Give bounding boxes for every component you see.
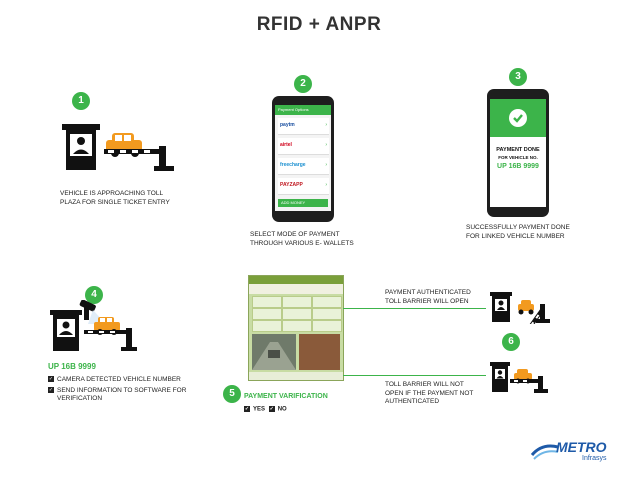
check-item-send-line2: VERIFICATION [57,395,103,402]
outcome-yes-text: PAYMENT AUTHENTICATED TOLL BARRIER WILL … [385,289,505,306]
software-field [312,320,342,332]
vehicle-detail-panel [299,334,340,370]
software-field [282,320,312,332]
outcome-yes-line1: PAYMENT AUTHENTICATED [385,289,471,296]
outcome-no-line2: OPEN IF THE PAYMENT NOT [385,389,474,397]
step-3-caption: SUCCESSFULLY PAYMENT DONE FOR LINKED VEH… [466,224,596,241]
payment-done-screen: PAYMENT DONE FOR VEHICLE NO. UP 16B 9999 [490,99,546,207]
software-field [282,296,312,308]
outcome-no-text: TOLL BARRIER WILL NOT OPEN IF THE PAYMEN… [385,381,505,407]
outcome-no-line1: TOLL BARRIER WILL NOT [385,381,464,388]
checkbox-checked-icon: ✓ [48,376,54,383]
step-3-caption-line1: SUCCESSFULLY PAYMENT DONE [466,224,570,231]
step-3-badge: 3 [509,68,527,86]
step-2-caption: SELECT MODE OF PAYMENT THROUGH VARIOUS E… [250,231,380,248]
detected-plate: UP 16B 9999 [48,362,96,371]
step-5-badge: 5 [223,385,241,403]
software-field [252,308,282,320]
outcome-yes-line2: TOLL BARRIER WILL OPEN [385,297,469,305]
logo-brand: METRO [556,439,607,455]
logo-swoosh-icon [530,444,559,460]
payment-done-phone: PAYMENT DONE FOR VEHICLE NO. UP 16B 9999 [487,89,549,217]
step-1-caption: VEHICLE IS APPROACHING TOLL PLAZA FOR SI… [60,190,190,207]
verification-options: ✓YES ✓NO [244,406,287,413]
step-1-caption-line2: PLAZA FOR SINGLE TICKET ENTRY [60,198,170,206]
software-field [282,308,312,320]
step-2-caption-line1: SELECT MODE OF PAYMENT [250,231,340,238]
payzapp-logo: PAYZAPP [280,182,303,188]
metro-infrasys-logo: METRO Infrasys [530,437,630,467]
barrier-closed-icon [490,362,548,393]
step-2-badge: 2 [294,75,312,93]
connector-no [343,375,486,376]
wallet-header: Payment Options [275,105,331,115]
anpr-camera-toll-icon [50,300,137,351]
yes-option[interactable]: YES [253,406,266,413]
wallet-option-payzapp[interactable]: PAYZAPP › [278,178,329,195]
verification-software-screen [248,275,344,381]
checkbox-checked-icon: ✓ [48,386,54,393]
freecharge-logo: freecharge [280,162,306,168]
paytm-logo: paytm [280,122,295,128]
software-field [252,320,282,332]
wallet-option-airtel[interactable]: airtel › [278,138,329,155]
software-field [312,296,342,308]
logo-sub: Infrasys [582,455,607,462]
airtel-logo: airtel [280,142,292,148]
chevron-right-icon: › [325,162,327,168]
camera-feed-image [252,334,296,370]
check-item-camera: ✓CAMERA DETECTED VEHICLE NUMBER [48,376,181,383]
step-2-caption-line2: THROUGH VARIOUS E- WALLETS [250,239,354,247]
vehicle-no-label: FOR VEHICLE NO. [498,155,538,160]
outcome-no-line3: AUTHENTICATED [385,398,440,405]
toll-booth-car-icon [62,124,174,171]
check-item-send: ✓SEND INFORMATION TO SOFTWARE FOR [48,386,187,394]
step-3-caption-line2: FOR LINKED VEHICLE NUMBER [466,232,565,240]
wallet-phone: Payment Options paytm › airtel › freecha… [272,96,334,222]
payment-done-label: PAYMENT DONE [496,147,540,153]
barrier-open-icon [490,292,550,324]
add-money-button[interactable]: ADD MONEY [278,199,328,207]
chevron-right-icon: › [325,182,327,188]
checkbox-checked-icon[interactable]: ✓ [244,406,250,412]
software-field [312,308,342,320]
page-title: RFID + ANPR [256,14,382,35]
chevron-right-icon: › [325,122,327,128]
step-6-badge: 6 [502,333,520,351]
step-4-checklist: ✓CAMERA DETECTED VEHICLE NUMBER ✓SEND IN… [48,376,228,404]
checkbox-checked-icon[interactable]: ✓ [268,406,275,412]
check-circle-icon [509,109,527,127]
software-statusbar [249,372,343,380]
wallet-option-freecharge[interactable]: freecharge › [278,158,329,175]
payment-verification-label: PAYMENT VARIFICATION [244,393,328,400]
software-titlebar [249,276,343,284]
chevron-right-icon: › [325,142,327,148]
no-option[interactable]: NO [277,406,287,413]
wallet-phone-screen: Payment Options paytm › airtel › freecha… [275,105,331,211]
software-field [252,296,282,308]
connector-yes [343,308,486,309]
step-1-badge: 1 [72,92,90,110]
step-4-badge: 4 [85,286,103,304]
step-1-caption-line1: VEHICLE IS APPROACHING TOLL [60,190,164,197]
wallet-option-paytm[interactable]: paytm › [278,118,329,135]
vehicle-plate: UP 16B 9999 [497,163,539,170]
software-toolbar [249,284,343,294]
